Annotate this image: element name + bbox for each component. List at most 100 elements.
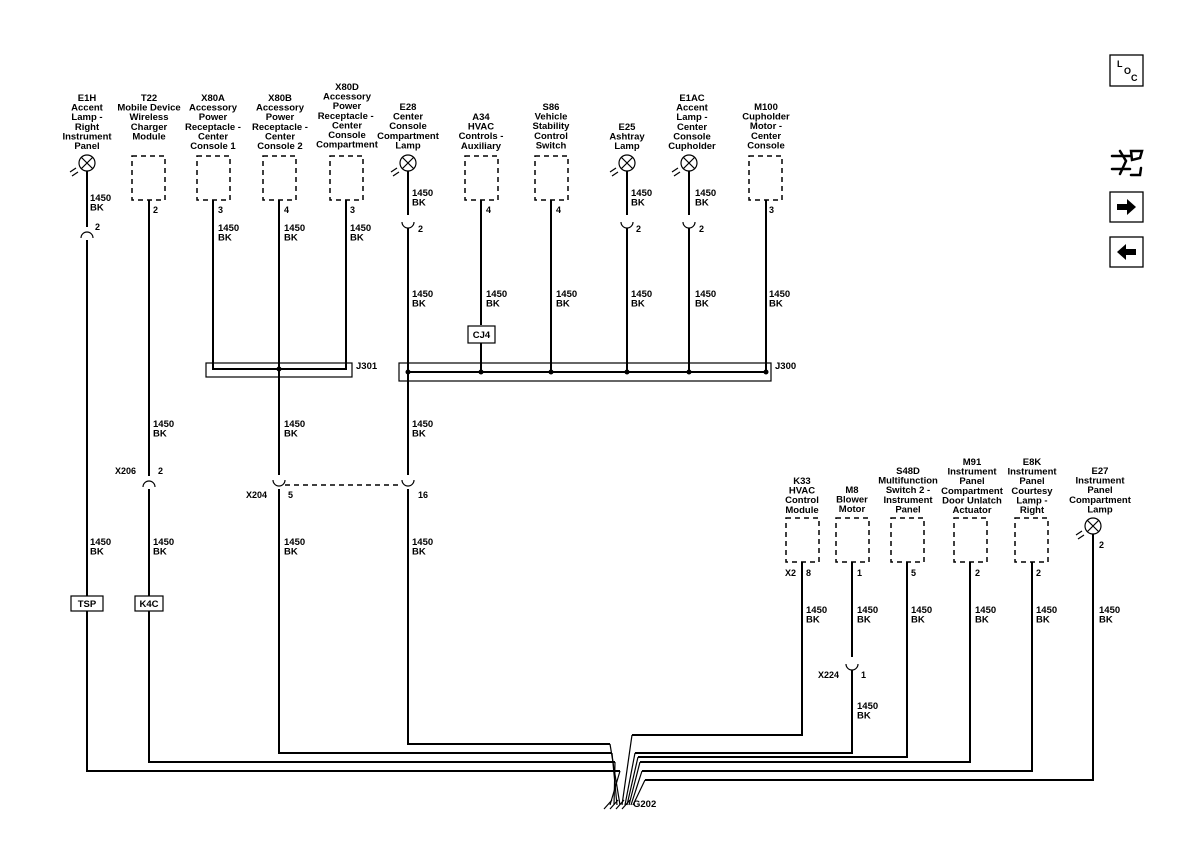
label-line: Accessory: [323, 92, 372, 103]
label-line: Lamp -: [1016, 495, 1047, 506]
label-line: HVAC: [468, 122, 494, 133]
pin-x206: 2: [158, 466, 163, 476]
label-line: Cupholder: [742, 112, 790, 123]
lamp-e28: [390, 154, 417, 177]
label-line: Receptacle -: [185, 122, 241, 133]
cj4-box: [467, 325, 496, 344]
label-line: Actuator: [952, 505, 991, 516]
pin-x80a: 3: [218, 205, 223, 215]
label-line: Accent: [71, 103, 104, 114]
x224-label: X224: [818, 670, 839, 680]
pin-x224: 1: [861, 670, 866, 680]
lamp-e27: [1075, 517, 1102, 540]
label-line: E28: [400, 102, 417, 113]
label-line: M8: [845, 485, 858, 496]
label-line: Receptacle -: [318, 111, 377, 122]
label-line: E25: [619, 122, 637, 133]
label-line: Console: [747, 140, 784, 151]
component-boxes-bottom: [785, 517, 1049, 563]
j300-label: J300: [775, 361, 796, 372]
label-line: X80B: [268, 93, 292, 104]
label-line: Instrument: [1075, 476, 1125, 487]
label-line: Right: [75, 122, 100, 133]
label-line: Auxiliary: [461, 141, 502, 152]
label-line: Center: [677, 122, 707, 133]
label-line: Vehicle: [535, 112, 568, 123]
arrow-right-icon: [1117, 199, 1136, 215]
label-line: E1H: [78, 93, 97, 104]
label-line: Accessory: [256, 103, 305, 114]
next-page-button[interactable]: [1109, 191, 1144, 223]
tools-icon: [1110, 149, 1144, 177]
label-line: Courtesy: [1011, 486, 1053, 497]
label-line: Door Unlatch: [942, 495, 1002, 506]
label-line: Instrument: [62, 131, 112, 142]
label-line: Console: [389, 121, 426, 132]
label-line: Panel: [1087, 485, 1112, 496]
label-line: Panel: [959, 476, 984, 487]
wires: [86, 171, 1094, 781]
component-boxes-top: [131, 155, 783, 201]
label-line: Console 2: [257, 141, 302, 152]
label-line: Stability: [533, 121, 571, 132]
pin-e1ac: 2: [699, 224, 704, 234]
label-line: Motor: [839, 504, 866, 515]
label-line: X80A: [201, 93, 225, 104]
pin-e25: 2: [636, 224, 641, 234]
tools-button[interactable]: [1110, 149, 1144, 177]
prev-page-button[interactable]: [1109, 236, 1144, 268]
label-line: Compartment: [941, 486, 1004, 497]
label-line: Charger: [131, 122, 168, 133]
pin-x80b: 4: [284, 205, 289, 215]
label-line: Lamp: [1087, 504, 1113, 515]
pin-e1h: 2: [95, 222, 100, 232]
label-line: Motor -: [750, 121, 782, 132]
tsp-label: TSP: [78, 599, 97, 610]
label-line: Power: [199, 112, 228, 123]
g202-label: G202: [633, 799, 656, 810]
label-line: Receptacle -: [252, 122, 308, 133]
label-line: Control: [534, 131, 568, 142]
pin-k33-conn: X2: [785, 568, 796, 578]
pin-e8k: 2: [1036, 568, 1041, 578]
label-line: Compartment: [377, 131, 440, 142]
ground-symbol: [603, 799, 631, 810]
label-line: Center: [265, 131, 295, 142]
pin-x204-5: 5: [288, 490, 293, 500]
label-line: Lamp -: [71, 112, 102, 123]
label-line: Cupholder: [668, 141, 716, 152]
cj4-label: CJ4: [473, 330, 491, 341]
label-line: S86: [543, 102, 560, 113]
label-line: Instrument: [1007, 467, 1057, 478]
label-line: E27: [1092, 466, 1109, 477]
loc-button[interactable]: L O C: [1109, 54, 1144, 87]
